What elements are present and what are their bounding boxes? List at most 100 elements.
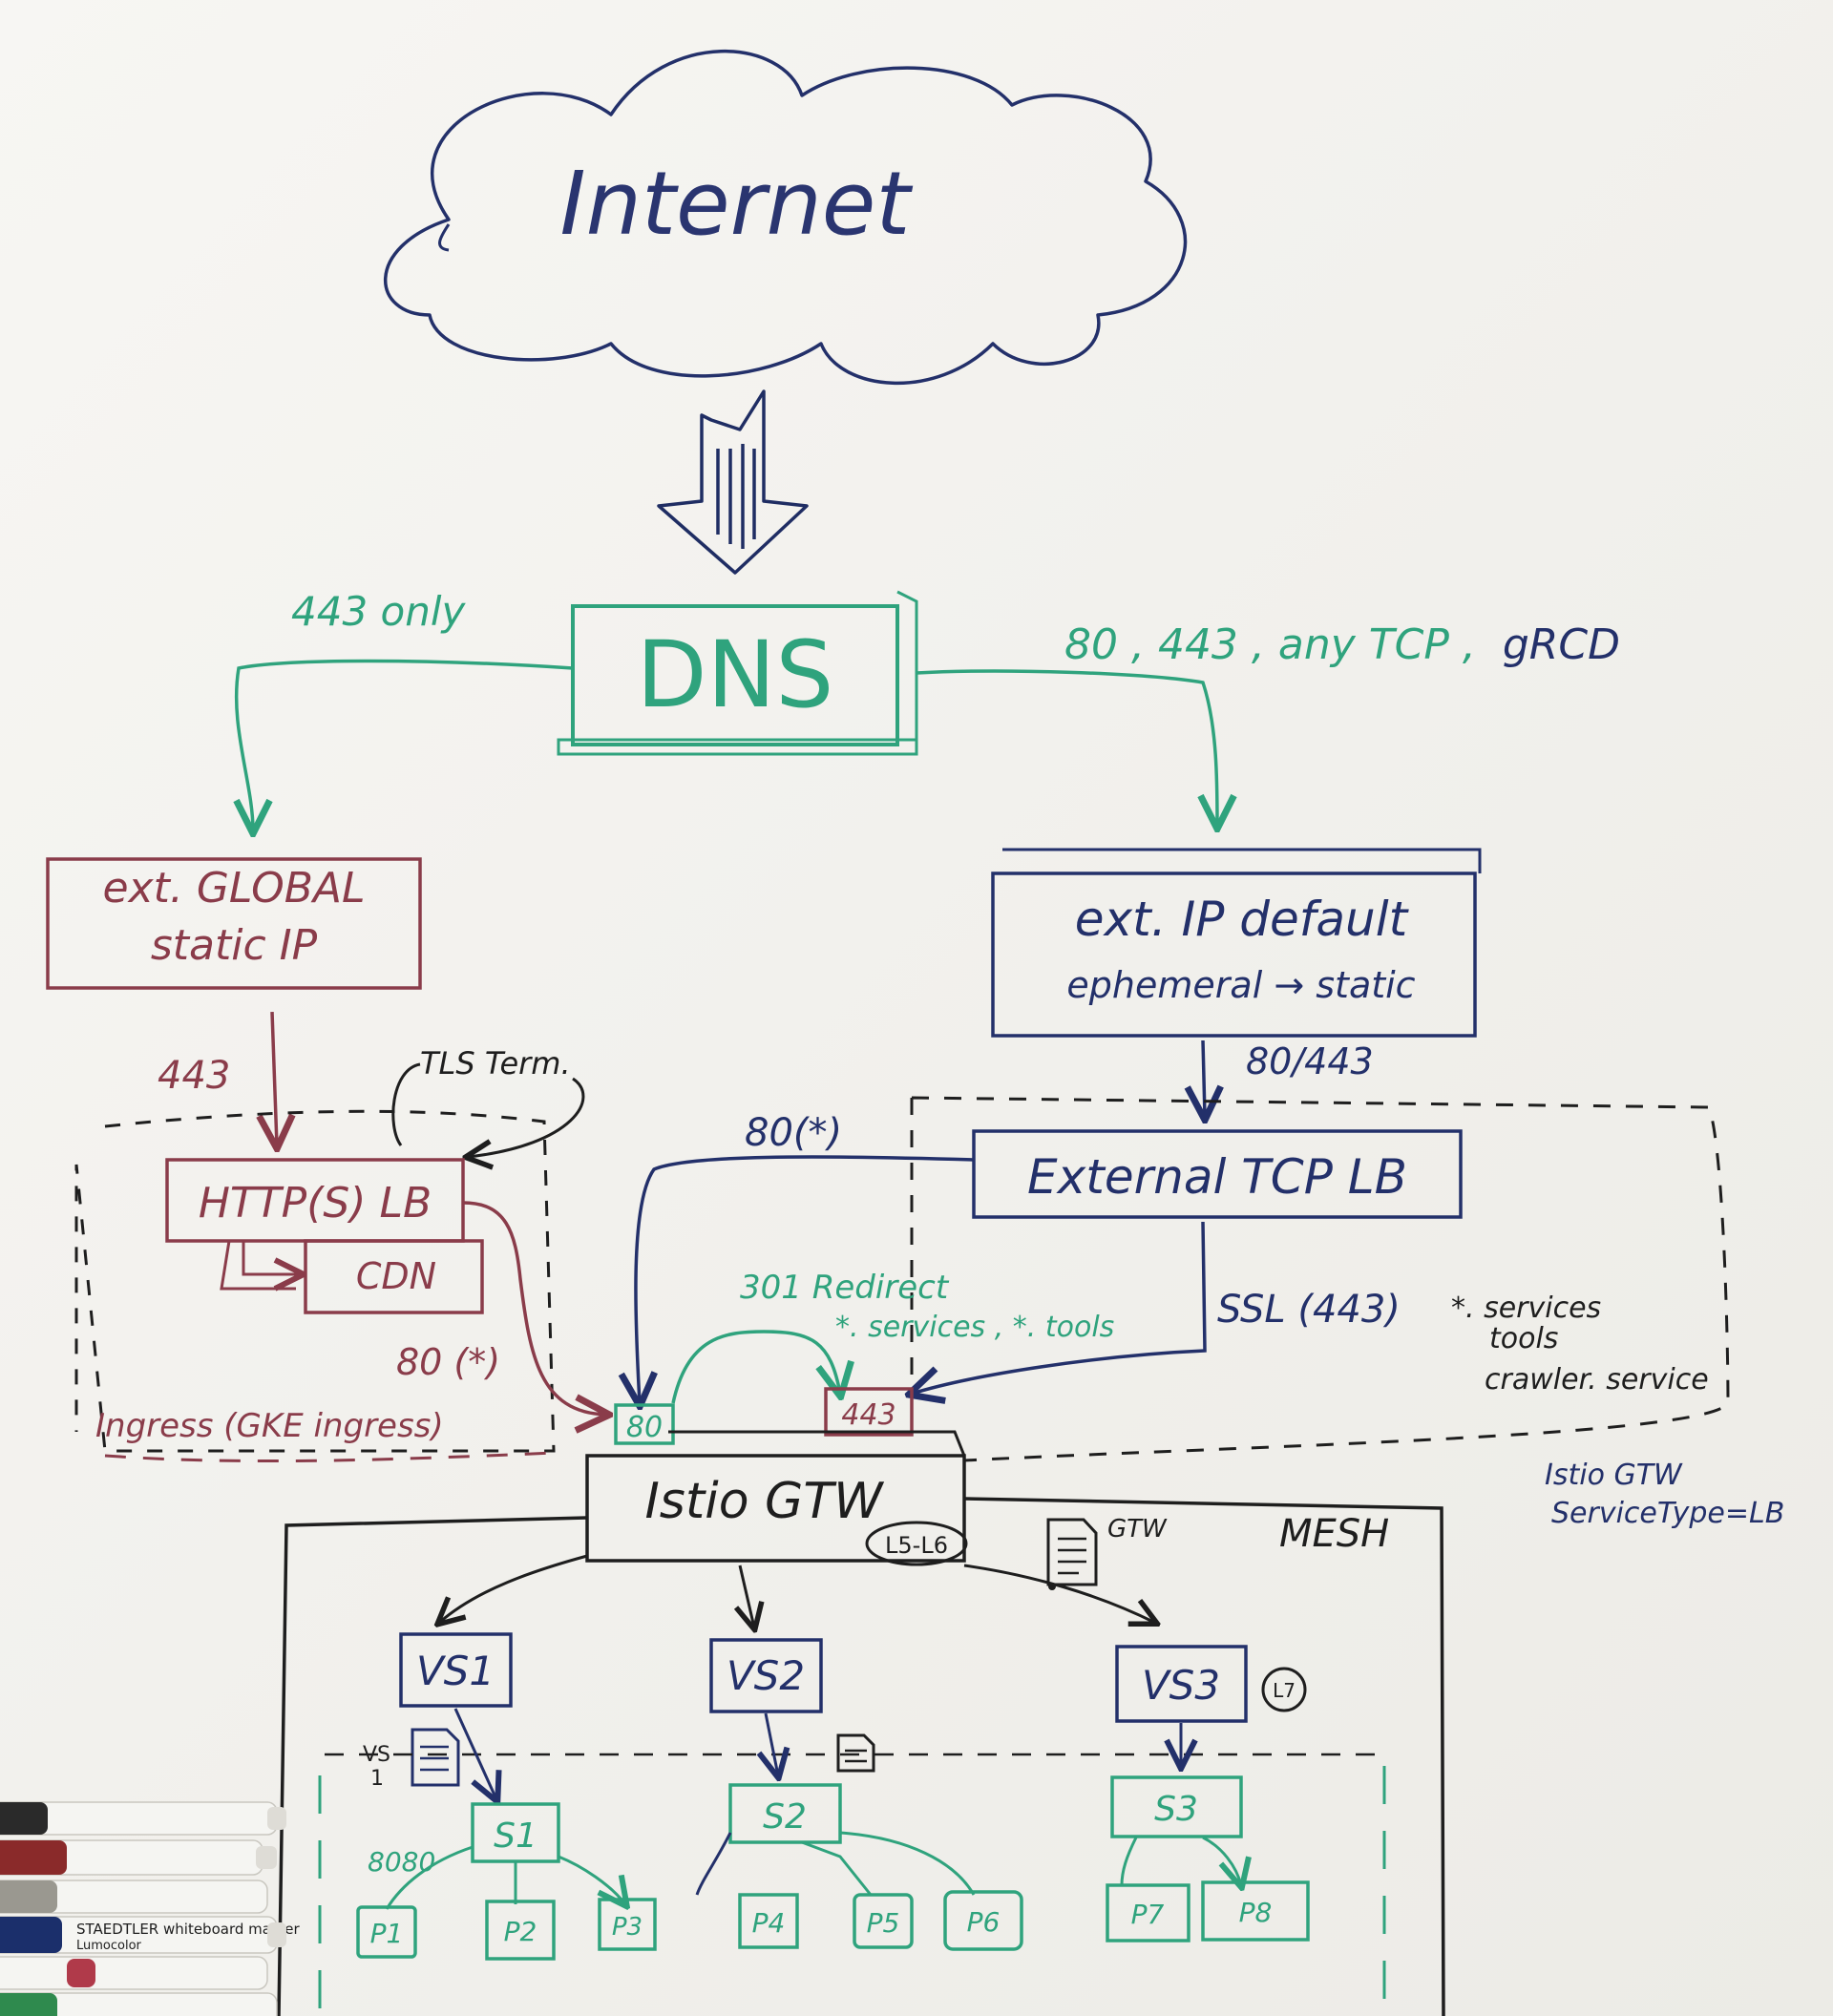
pod-p8: P8 (1201, 1880, 1310, 1942)
cdn-label: CDN (356, 1255, 436, 1297)
ext-ip-default-box: ext. IP default ephemeral → static (991, 848, 1482, 1038)
marker-black (0, 1801, 286, 1836)
edge-left-label: 443 only (291, 588, 467, 635)
p1-label: P1 (370, 1918, 404, 1949)
http-lb-to-port80-arrow (462, 1201, 606, 1415)
vs1-to-s1-arrow (453, 1708, 496, 1799)
s1-box: S1 (471, 1802, 560, 1863)
istio-service-note-line2: ServiceType=LB (1551, 1497, 1784, 1530)
ingress-label: Ingress (GKE ingress) (95, 1407, 444, 1445)
marker-green (0, 1992, 278, 2016)
vs3-box: VS3 (1115, 1645, 1248, 1723)
tcp-lb-box: External TCP LB (972, 1129, 1463, 1219)
vs1-document-icon (411, 1728, 460, 1787)
tcp-lb-label: External TCP LB (1027, 1149, 1407, 1205)
internet-label: Internet (560, 153, 914, 255)
dns-to-right-edge (916, 669, 1217, 826)
gtw-to-vs2-arrow (740, 1564, 754, 1628)
vs1-doc-label-2: 1 (370, 1767, 384, 1791)
port443-label: 443 (841, 1398, 895, 1432)
s2-box: S2 (728, 1783, 842, 1844)
marker-red (0, 1839, 277, 1876)
marker-grey (0, 1880, 268, 1914)
right-port80-label: 80(*) (745, 1111, 842, 1155)
pod-p5: P5 (853, 1893, 914, 1949)
redirect-arrow (671, 1330, 840, 1403)
edge-right-label-grpc: gRCD (1503, 620, 1620, 669)
gtw-doc-label: GTW (1107, 1515, 1168, 1544)
marker-sub-label: Lumocolor (76, 1939, 142, 1953)
http-lb-label: HTTP(S) LB (199, 1179, 432, 1228)
marker-tray: STAEDTLER whiteboard marker Lumocolor (0, 1801, 300, 2016)
gtw-to-vs3-arrow (963, 1564, 1155, 1623)
mesh-port-label: 8080 (368, 1846, 435, 1878)
pod-p1: P1 (356, 1905, 417, 1959)
redirect-label: 301 Redirect (740, 1269, 950, 1307)
service-pod-links (385, 1831, 1241, 1909)
global-ip-to-http-lb-arrow (272, 1011, 277, 1145)
gtw-to-vs1-arrow (439, 1554, 588, 1623)
ingress-dashed-region (74, 1109, 556, 1453)
layer-badge-l5-l6: L5-L6 (865, 1521, 968, 1566)
gtw-document-icon: GTW (1046, 1515, 1168, 1590)
pod-p4: P4 (738, 1893, 799, 1949)
gateway-port80: 80 (614, 1403, 675, 1445)
istio-gateway-box: Istio GTW (585, 1430, 966, 1563)
s2-label: S2 (763, 1797, 807, 1837)
marker-brand-label: STAEDTLER whiteboard marker (76, 1921, 300, 1938)
ssl-host-2: tools (1489, 1322, 1558, 1355)
redirect-hosts: *. services , *. tools (835, 1311, 1114, 1344)
ext-ip-line2: ephemeral → static (1066, 964, 1415, 1006)
layer-badge-l7-label: L7 (1273, 1679, 1296, 1702)
edge-right-label: 80 , 443 , any TCP , (1064, 620, 1476, 669)
p6-label: P6 (967, 1906, 1001, 1938)
marker-pink (0, 1956, 268, 1990)
p7-label: P7 (1131, 1899, 1165, 1930)
dns-to-left-edge (237, 659, 574, 831)
ext-ip-to-tcp-lb-arrow (1203, 1040, 1205, 1117)
marker-blue: STAEDTLER whiteboard marker Lumocolor (0, 1916, 300, 1954)
tcp-lb-to-port80-arrow (636, 1155, 975, 1403)
vs2-label: VS2 (727, 1652, 805, 1699)
p4-label: P4 (752, 1907, 786, 1939)
port80-label: 80 (626, 1411, 663, 1444)
p2-label: P2 (504, 1916, 537, 1947)
s1-label: S1 (494, 1816, 537, 1856)
internet-cloud: Internet (384, 50, 1188, 385)
mesh-label: MESH (1279, 1512, 1389, 1556)
right-port-label: 80/443 (1246, 1040, 1374, 1082)
ext-ip-line1: ext. IP default (1075, 892, 1410, 947)
tls-term-curl (391, 1062, 585, 1157)
p8-label: P8 (1239, 1897, 1273, 1928)
s3-label: S3 (1154, 1790, 1198, 1829)
svg-text:80 , 443 , any TCP , gRCD: 80 , 443 , any TCP , gRCD (1064, 620, 1620, 669)
ssl-label: SSL (443) (1217, 1288, 1401, 1332)
layer-badge-l7: L7 (1261, 1667, 1307, 1712)
dns-box: DNS (557, 590, 918, 756)
istio-gtw-dashed-region (910, 1096, 1730, 1462)
p5-label: P5 (867, 1907, 900, 1939)
pod-p3: P3 (598, 1898, 657, 1951)
ssl-host-1: *. services (1451, 1292, 1601, 1325)
vs2-to-s2-arrow (766, 1712, 778, 1775)
cloud-to-dns-arrow (657, 389, 809, 575)
pod-p7: P7 (1106, 1883, 1190, 1942)
tcp-lb-to-port443-arrow (912, 1221, 1207, 1394)
pod-p2: P2 (485, 1900, 556, 1961)
s3-box: S3 (1110, 1775, 1243, 1838)
vs2-document-icon (836, 1733, 875, 1773)
layer-badge-label: L5-L6 (885, 1532, 948, 1559)
vs1-label: VS1 (416, 1648, 495, 1694)
left-port80-label: 80 (*) (396, 1341, 500, 1383)
istio-service-note-line1: Istio GTW (1545, 1459, 1683, 1492)
ssl-host-3: crawler. service (1485, 1363, 1709, 1396)
pod-p6: P6 (943, 1890, 1023, 1951)
p3-label: P3 (612, 1913, 643, 1942)
dns-label: DNS (637, 621, 834, 728)
vs1-box: VS1 (399, 1632, 513, 1708)
vs3-label: VS3 (1142, 1662, 1220, 1709)
cdn-loop (220, 1240, 301, 1289)
http-lb-box: HTTP(S) LB (165, 1158, 465, 1243)
